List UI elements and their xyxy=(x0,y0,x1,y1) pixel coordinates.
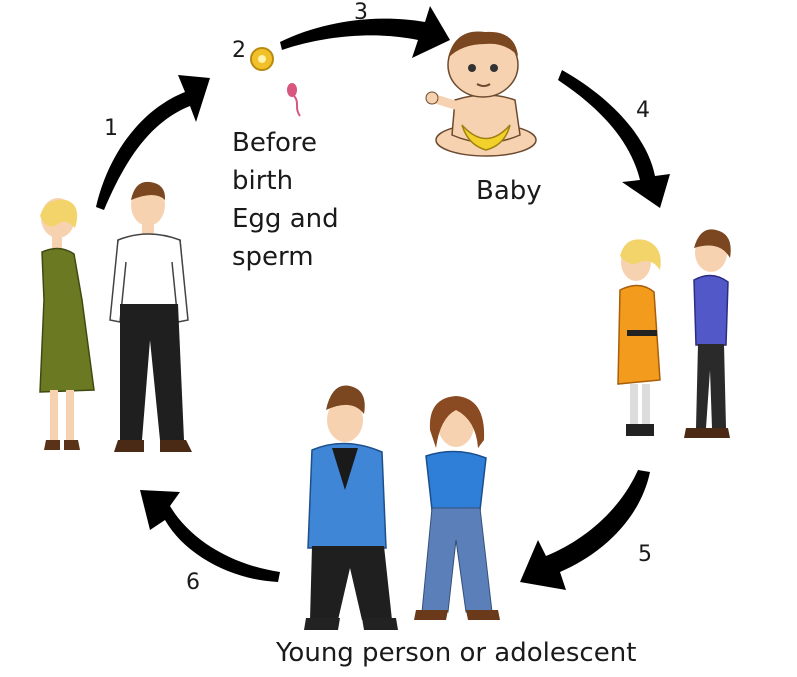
teen-boy-figure xyxy=(304,385,398,630)
arrow-1-number: 1 xyxy=(104,116,118,141)
arrow-1 xyxy=(96,75,210,210)
girl-child-figure xyxy=(617,239,661,436)
arrow-4-number: 4 xyxy=(636,98,650,123)
sperm-icon xyxy=(287,83,301,117)
arrow-5 xyxy=(520,470,650,590)
caption-line: Before xyxy=(232,128,318,158)
stage-2-number: 2 xyxy=(232,38,246,63)
teen-girl-figure xyxy=(414,396,500,620)
arrow-6 xyxy=(140,490,280,582)
boy-child-figure xyxy=(684,229,731,438)
adult-woman-figure xyxy=(39,198,95,450)
arrow-5-number: 5 xyxy=(638,542,652,567)
caption-line: Egg and xyxy=(232,204,339,234)
caption-line: birth xyxy=(232,166,294,196)
adult-man-figure xyxy=(109,181,192,452)
caption-line: sperm xyxy=(232,242,314,272)
arrow-3 xyxy=(280,6,450,58)
arrow-4 xyxy=(558,70,670,208)
arrow-6-number: 6 xyxy=(186,570,200,595)
baby-figure xyxy=(425,31,537,157)
arrow-3-number: 3 xyxy=(354,0,368,25)
before-birth-caption: Before birth Egg and sperm xyxy=(232,124,339,276)
egg-icon xyxy=(250,47,274,71)
baby-caption: Baby xyxy=(476,176,542,206)
adolescent-caption: Young person or adolescent xyxy=(276,638,637,668)
